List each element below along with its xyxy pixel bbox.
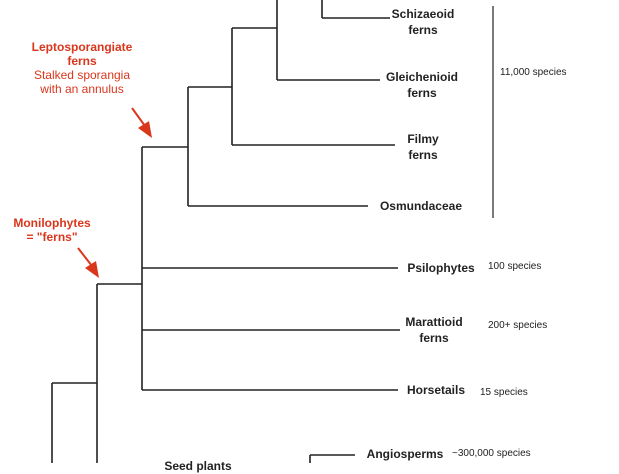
taxon-seed-plants: Seed plants [164,459,232,473]
lepto-arrow [131,107,152,138]
count-leptosporangiate: 11,000 species [500,67,567,78]
lepto-desc2: with an annulus [40,82,124,96]
taxon-filmy-ferns: Filmy ferns [407,132,439,162]
count-angiosperms: ~300,000 species [452,448,531,459]
count-marattioid: 200+ species [488,320,548,331]
leptosporangiate-annotation: Leptosporangiate ferns Stalked sporangia… [18,40,146,96]
count-psilophytes: 100 species [488,261,542,272]
taxon-osmundaceae: Osmundaceae [379,199,463,213]
mono-sub: = "ferns" [26,230,78,244]
lepto-desc1: Stalked sporangia [33,68,131,82]
taxon-angiosperms: Angiosperms [366,447,444,461]
lepto-title2: ferns [67,54,97,68]
count-horsetails: 15 species [480,387,528,398]
monilophytes-annotation: Monilophytes = "ferns" [8,216,96,244]
phylogenetic-tree [51,0,494,463]
mono-arrow [77,247,99,278]
taxon-horsetails: Horsetails [406,383,466,397]
taxon-psilophytes: Psilophytes [407,261,475,275]
taxon-gleichenioid-ferns: Gleichenioid ferns [385,70,458,100]
taxon-schizaeoid-ferns: Schizaeoid ferns [391,7,455,37]
lepto-title: Leptosporangiate [31,40,133,54]
taxon-marattioid-ferns: Marattioid ferns [405,315,463,345]
tree-branches [51,0,494,463]
mono-title: Monilophytes [13,216,91,230]
